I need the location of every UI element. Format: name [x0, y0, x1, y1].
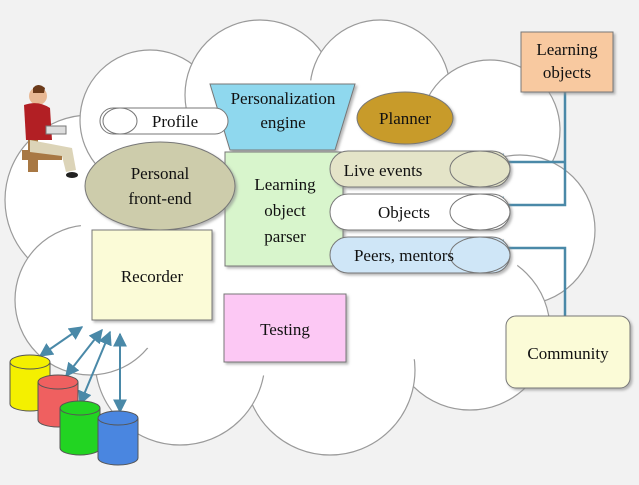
svg-text:Personalization: Personalization: [231, 89, 336, 108]
profile-pill: Profile: [99, 107, 229, 135]
learning-objects-box: Learning objects: [520, 31, 614, 93]
live-events-pill: Live events: [329, 150, 511, 188]
svg-text:Personal: Personal: [131, 164, 190, 183]
svg-text:Community: Community: [527, 344, 609, 363]
svg-text:objects: objects: [543, 63, 591, 82]
svg-text:Testing: Testing: [260, 320, 310, 339]
personal-front-end-ellipse: Personal front-end: [84, 141, 236, 231]
database-green-icon: [59, 400, 101, 456]
person-reading-icon: [22, 85, 78, 178]
database-blue-icon: [97, 410, 139, 466]
svg-text:front-end: front-end: [128, 189, 192, 208]
svg-text:Recorder: Recorder: [121, 267, 184, 286]
svg-text:Learning: Learning: [536, 40, 598, 59]
personalization-engine: Personalization engine: [209, 83, 356, 151]
database-arrows: [38, 326, 127, 414]
svg-text:Learning: Learning: [254, 175, 316, 194]
svg-text:Profile: Profile: [152, 112, 198, 131]
svg-text:Objects: Objects: [378, 203, 430, 222]
svg-text:parser: parser: [264, 227, 306, 246]
svg-text:engine: engine: [260, 113, 305, 132]
svg-text:Live events: Live events: [344, 161, 423, 180]
community-box: Community: [505, 315, 631, 389]
testing-box: Testing: [223, 293, 347, 363]
objects-pill: Objects: [329, 193, 511, 231]
svg-text:Peers, mentors: Peers, mentors: [354, 246, 454, 265]
svg-text:Planner: Planner: [379, 109, 431, 128]
svg-text:object: object: [264, 201, 306, 220]
learning-object-parser: Learning object parser: [224, 151, 344, 267]
peers-mentors-pill: Peers, mentors: [329, 236, 511, 274]
recorder-box: Recorder: [91, 229, 213, 321]
planner-ellipse: Planner: [356, 91, 454, 145]
